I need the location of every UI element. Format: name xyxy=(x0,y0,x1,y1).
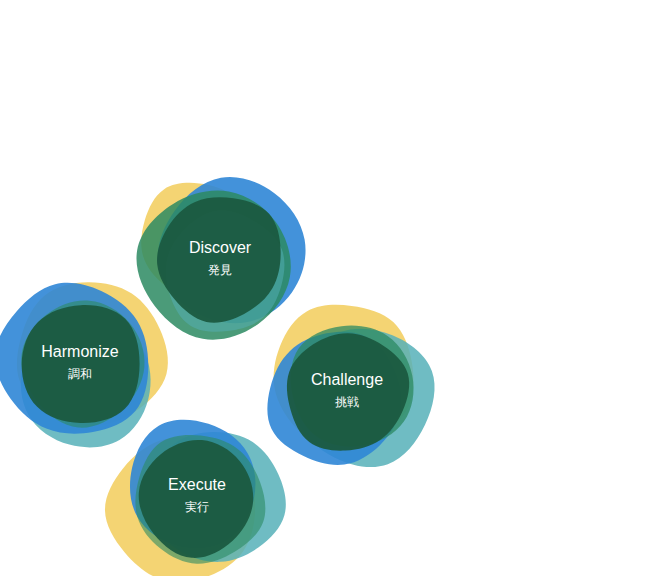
blob-layer xyxy=(139,440,254,558)
blob-node: Harmonize 調和 xyxy=(10,292,150,432)
blob-layer xyxy=(0,283,148,434)
blob-shape xyxy=(277,320,417,460)
node-title: Harmonize xyxy=(41,342,118,362)
node-subtitle: 実行 xyxy=(185,499,209,515)
blob-layer xyxy=(21,300,144,427)
blob-layer xyxy=(135,435,265,564)
blob-node: Challenge 挑戦 xyxy=(277,320,417,460)
blob-node: Execute 実行 xyxy=(127,425,267,565)
blob-shape xyxy=(127,425,267,565)
node-title: Discover xyxy=(189,238,251,258)
blob-shape xyxy=(10,292,150,432)
node-title: Challenge xyxy=(311,370,383,390)
blob-layer xyxy=(22,305,140,423)
node-subtitle: 調和 xyxy=(68,366,92,382)
node-subtitle: 発見 xyxy=(208,262,232,278)
blob-node: Discover 発見 xyxy=(150,188,290,328)
node-subtitle: 挑戦 xyxy=(335,394,359,410)
blob-layer xyxy=(157,197,281,322)
blob-shape xyxy=(150,188,290,328)
blob-layer xyxy=(136,190,290,339)
node-title: Execute xyxy=(168,475,226,495)
blob-layer xyxy=(287,333,409,450)
